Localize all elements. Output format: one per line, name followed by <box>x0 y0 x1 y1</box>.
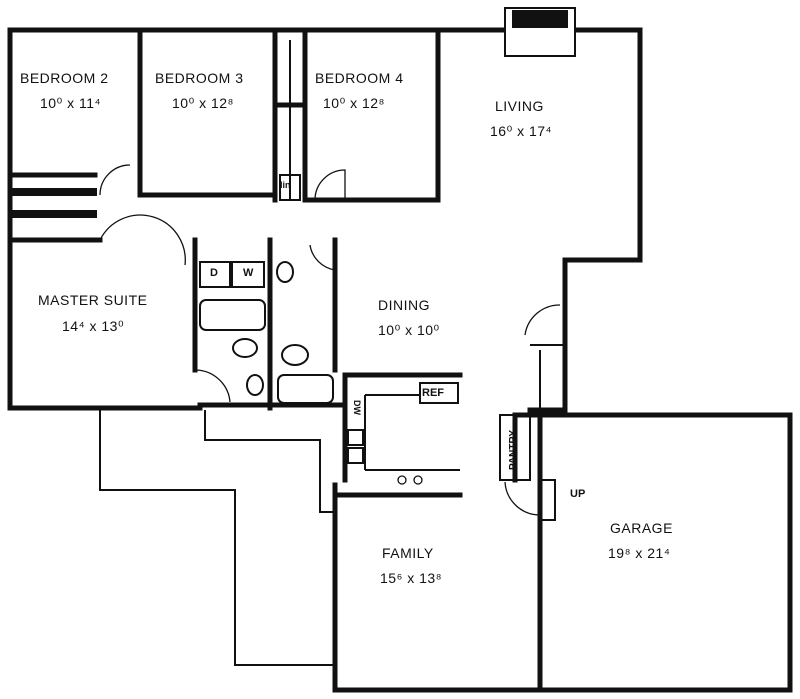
room-size-bedroom-4: 10⁰ x 12⁸ <box>323 95 385 111</box>
fireplace <box>504 7 576 57</box>
room-name-bedroom-2: BEDROOM 2 <box>20 70 109 86</box>
room-size-master-suite: 14⁴ x 13⁰ <box>62 318 125 334</box>
refrigerator-label: REF <box>422 387 444 399</box>
washer-label: W <box>243 267 254 279</box>
room-size-bedroom-2: 10⁰ x 11⁴ <box>40 95 102 111</box>
patio-outline <box>99 410 335 666</box>
room-size-living: 16⁰ x 17⁴ <box>490 123 553 139</box>
pantry-label: PANTRY <box>508 430 519 470</box>
room-size-garage: 19⁸ x 21⁴ <box>608 545 671 561</box>
room-name-family: FAMILY <box>382 545 434 561</box>
interior-walls <box>7 32 568 498</box>
stairs-up-label: UP <box>570 488 586 500</box>
kitchen-fixtures <box>347 382 556 521</box>
door-swings <box>99 164 561 516</box>
linen-closet-label: lin <box>280 180 291 190</box>
room-name-master-suite: MASTER SUITE <box>38 292 148 308</box>
room-size-bedroom-3: 10⁰ x 12⁸ <box>172 95 234 111</box>
dishwasher-label: DW <box>352 400 362 415</box>
room-name-bedroom-3: BEDROOM 3 <box>155 70 244 86</box>
dryer-label: D <box>210 267 218 279</box>
room-size-dining: 10⁰ x 10⁰ <box>378 322 440 338</box>
room-name-dining: DINING <box>378 297 430 313</box>
exterior-walls <box>7 27 793 693</box>
closets <box>12 40 301 218</box>
room-name-living: LIVING <box>495 98 544 114</box>
room-name-bedroom-4: BEDROOM 4 <box>315 70 404 86</box>
room-name-garage: GARAGE <box>610 520 673 536</box>
room-size-family: 15⁶ x 13⁸ <box>380 570 443 586</box>
bath-fixtures <box>199 261 334 404</box>
